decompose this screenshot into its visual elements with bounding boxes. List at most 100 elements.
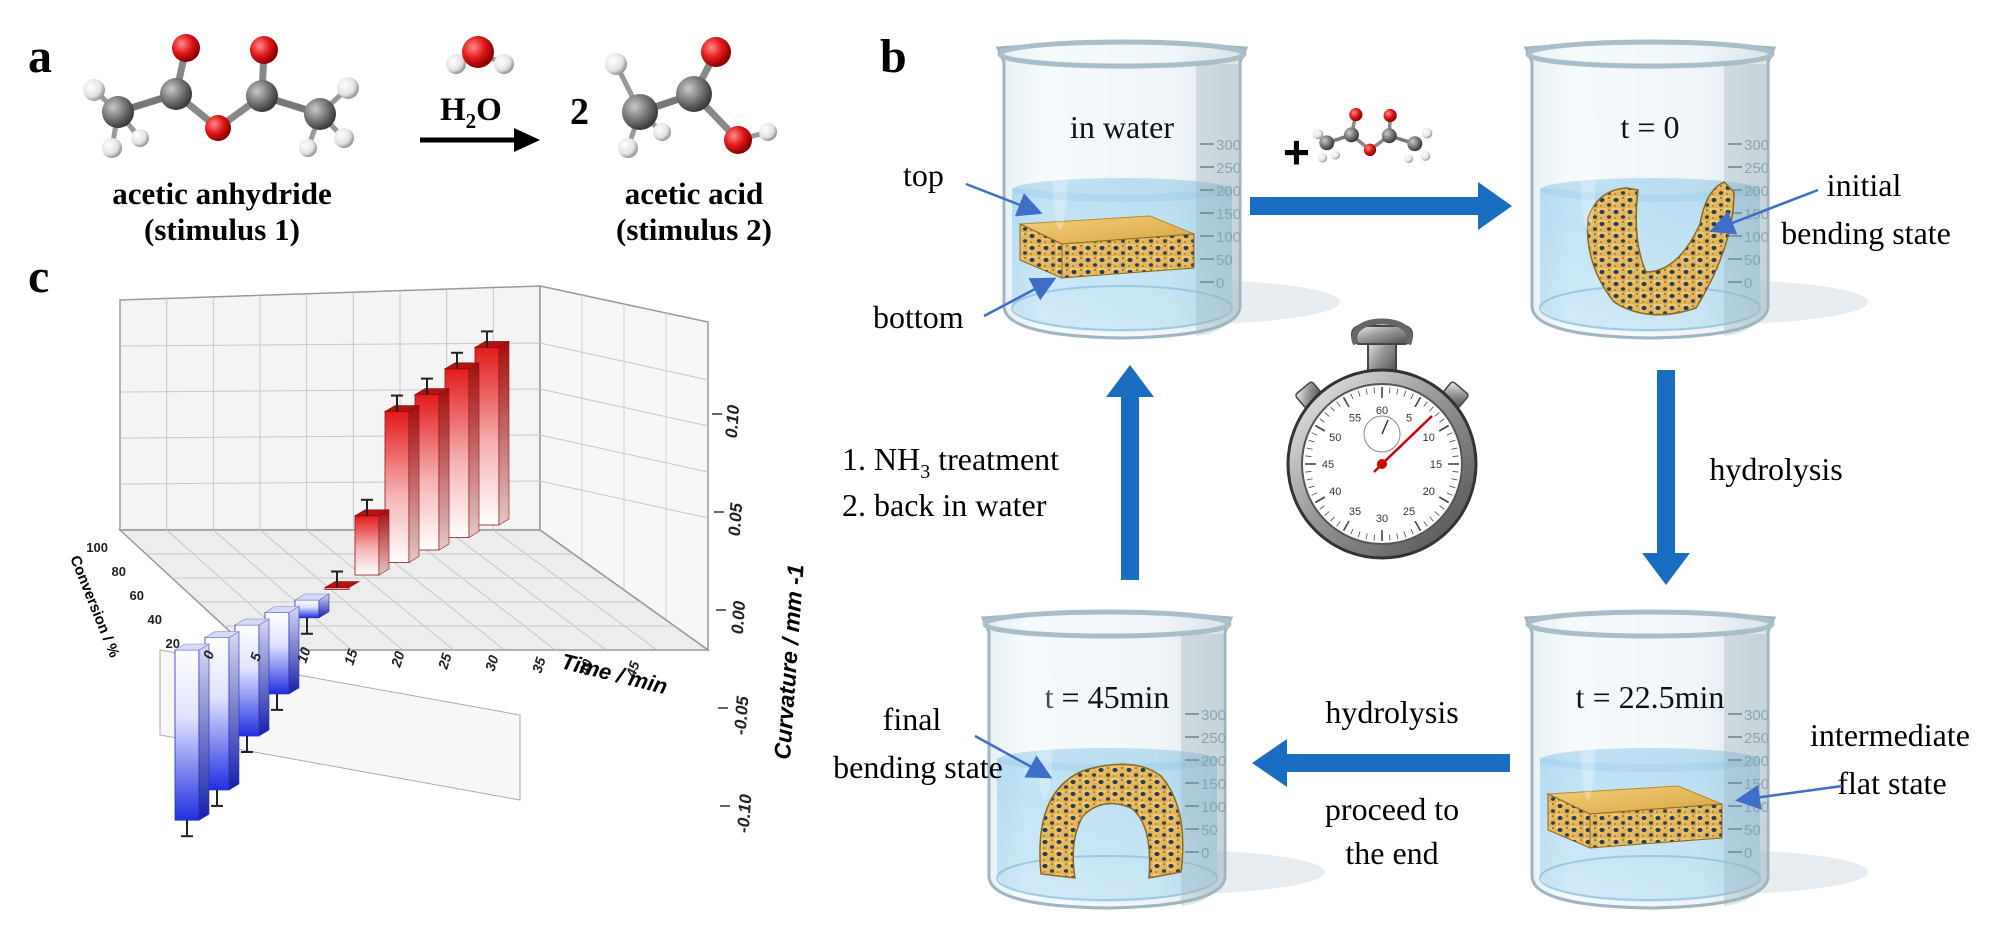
reactant-name: acetic anhydride	[112, 176, 332, 211]
z-tick-label: 100	[86, 540, 108, 555]
x-axis-label: Time / min	[559, 649, 670, 699]
beaker-scale-tick: 150	[1201, 776, 1226, 793]
chart-bar-1-4	[473, 330, 511, 526]
arrow-to-t45	[1252, 739, 1510, 787]
reaction-reagent: H2O	[440, 92, 502, 133]
z-tick-label: 40	[148, 612, 162, 627]
beaker-scale-tick: 50	[1201, 822, 1218, 839]
stopwatch-number: 60	[1376, 405, 1388, 417]
product-role: (stimulus 2)	[616, 212, 772, 247]
chart-bar-1-2	[413, 377, 451, 551]
callout-initial-1: initial	[1827, 167, 1902, 203]
gel-sample-bent	[1586, 181, 1735, 316]
x-tick-label: 45	[622, 659, 642, 680]
callout-intermediate-2: flat state	[1837, 765, 1946, 801]
x-tick-label: 40	[575, 657, 595, 678]
panel-b-label: b	[880, 30, 907, 83]
reaction-arrow	[420, 128, 540, 152]
chart-bar-1-0	[353, 498, 391, 576]
beaker-scale-tick: 250	[1744, 160, 1769, 177]
beaker-scale-tick: 100	[1216, 229, 1241, 246]
beaker-scale-tick: 300	[1744, 137, 1769, 154]
beaker-scale-tick: 250	[1216, 160, 1241, 177]
beaker-scale-tick: 0	[1744, 845, 1752, 862]
beaker-scale-tick: 300	[1744, 707, 1769, 724]
y-tick-label: -0.05	[731, 695, 753, 736]
x-tick-label: 10	[294, 645, 314, 665]
chart-bar-1-3	[443, 351, 481, 539]
callout-intermediate-line	[1735, 784, 1843, 810]
chart-bar-0-0	[173, 643, 211, 838]
x-tick-label: 20	[387, 649, 407, 670]
beaker-scale-tick: 300	[1216, 137, 1241, 154]
chart-wall-grid	[119, 288, 709, 620]
x-tick-label: 15	[341, 647, 361, 667]
beaker-scale-tick: 250	[1201, 730, 1226, 747]
stoichiometric-coefficient: 2	[570, 91, 589, 133]
stopwatch-number: 35	[1349, 506, 1361, 518]
y-tick-label: -0.10	[734, 793, 756, 834]
beaker-scale-tick: 100	[1201, 799, 1226, 816]
y-tick-label: 0.10	[722, 404, 743, 439]
beaker-scale-tick: 50	[1744, 252, 1761, 269]
arrow-to-water	[1106, 365, 1154, 580]
chart-bar-0-2	[233, 618, 271, 753]
y-tick-label: 0.05	[725, 502, 746, 537]
back-in-water-label: 2. back in water	[842, 487, 1047, 523]
hydrolysis-label-right: hydrolysis	[1709, 451, 1842, 487]
beaker-scale-tick: 50	[1216, 252, 1233, 269]
stopwatch-number: 30	[1376, 513, 1388, 525]
y-tick-label: 0.00	[728, 600, 749, 635]
stopwatch-number: 20	[1423, 486, 1435, 498]
stopwatch-number: 40	[1329, 486, 1341, 498]
small-anhydride-molecule	[1312, 108, 1433, 164]
callout-bottom: bottom	[873, 299, 964, 335]
arrow-to-t22	[1642, 370, 1690, 585]
beaker-scale-tick: 50	[1744, 822, 1761, 839]
gel-sample-flat	[1018, 215, 1195, 279]
beaker-title: in water	[1070, 109, 1174, 145]
proceed-label-1: proceed to	[1325, 791, 1459, 827]
water-molecule	[446, 36, 514, 74]
chart-bar-0-4	[293, 593, 331, 635]
x-tick-label: 35	[529, 655, 549, 675]
hydrolysis-label-bottom: hydrolysis	[1325, 694, 1458, 730]
beaker-scale-tick: 200	[1744, 183, 1769, 200]
stopwatch-number: 15	[1430, 459, 1442, 471]
arrow-to-t0	[1250, 182, 1512, 230]
acetic-acid-molecule	[605, 37, 777, 158]
beaker-scale-tick: 250	[1744, 730, 1769, 747]
stopwatch-number: 25	[1403, 506, 1415, 518]
plus-sign: +	[1283, 126, 1310, 178]
callout-top-line	[965, 182, 1043, 217]
callout-bottom-line	[983, 277, 1057, 318]
panel-a: a ace	[28, 30, 777, 247]
panel-a-label: a	[28, 30, 52, 83]
nh3-treatment-label: 1. NH3 treatment	[842, 441, 1059, 483]
panel-c-label: c	[28, 250, 49, 303]
chart-bars	[173, 330, 511, 838]
acetic-anhydride-molecule	[83, 34, 359, 158]
x-tick-label: 30	[482, 653, 502, 673]
beaker-scale-tick: 200	[1744, 753, 1769, 770]
z-tick-label: 60	[130, 588, 144, 603]
callout-intermediate-1: intermediate	[1810, 717, 1970, 753]
beaker-scale-tick: 100	[1744, 229, 1769, 246]
beaker-scale-tick: 200	[1216, 183, 1241, 200]
stopwatch-number: 50	[1329, 432, 1341, 444]
stopwatch-number: 5	[1406, 412, 1412, 424]
beaker-title: t = 22.5min	[1576, 679, 1725, 715]
y-axis-label: Curvature / mm -1	[769, 563, 809, 760]
beaker-scale-tick: 0	[1201, 845, 1209, 862]
beaker-title: t = 45min	[1045, 679, 1170, 715]
z-tick-label: 80	[112, 564, 126, 579]
